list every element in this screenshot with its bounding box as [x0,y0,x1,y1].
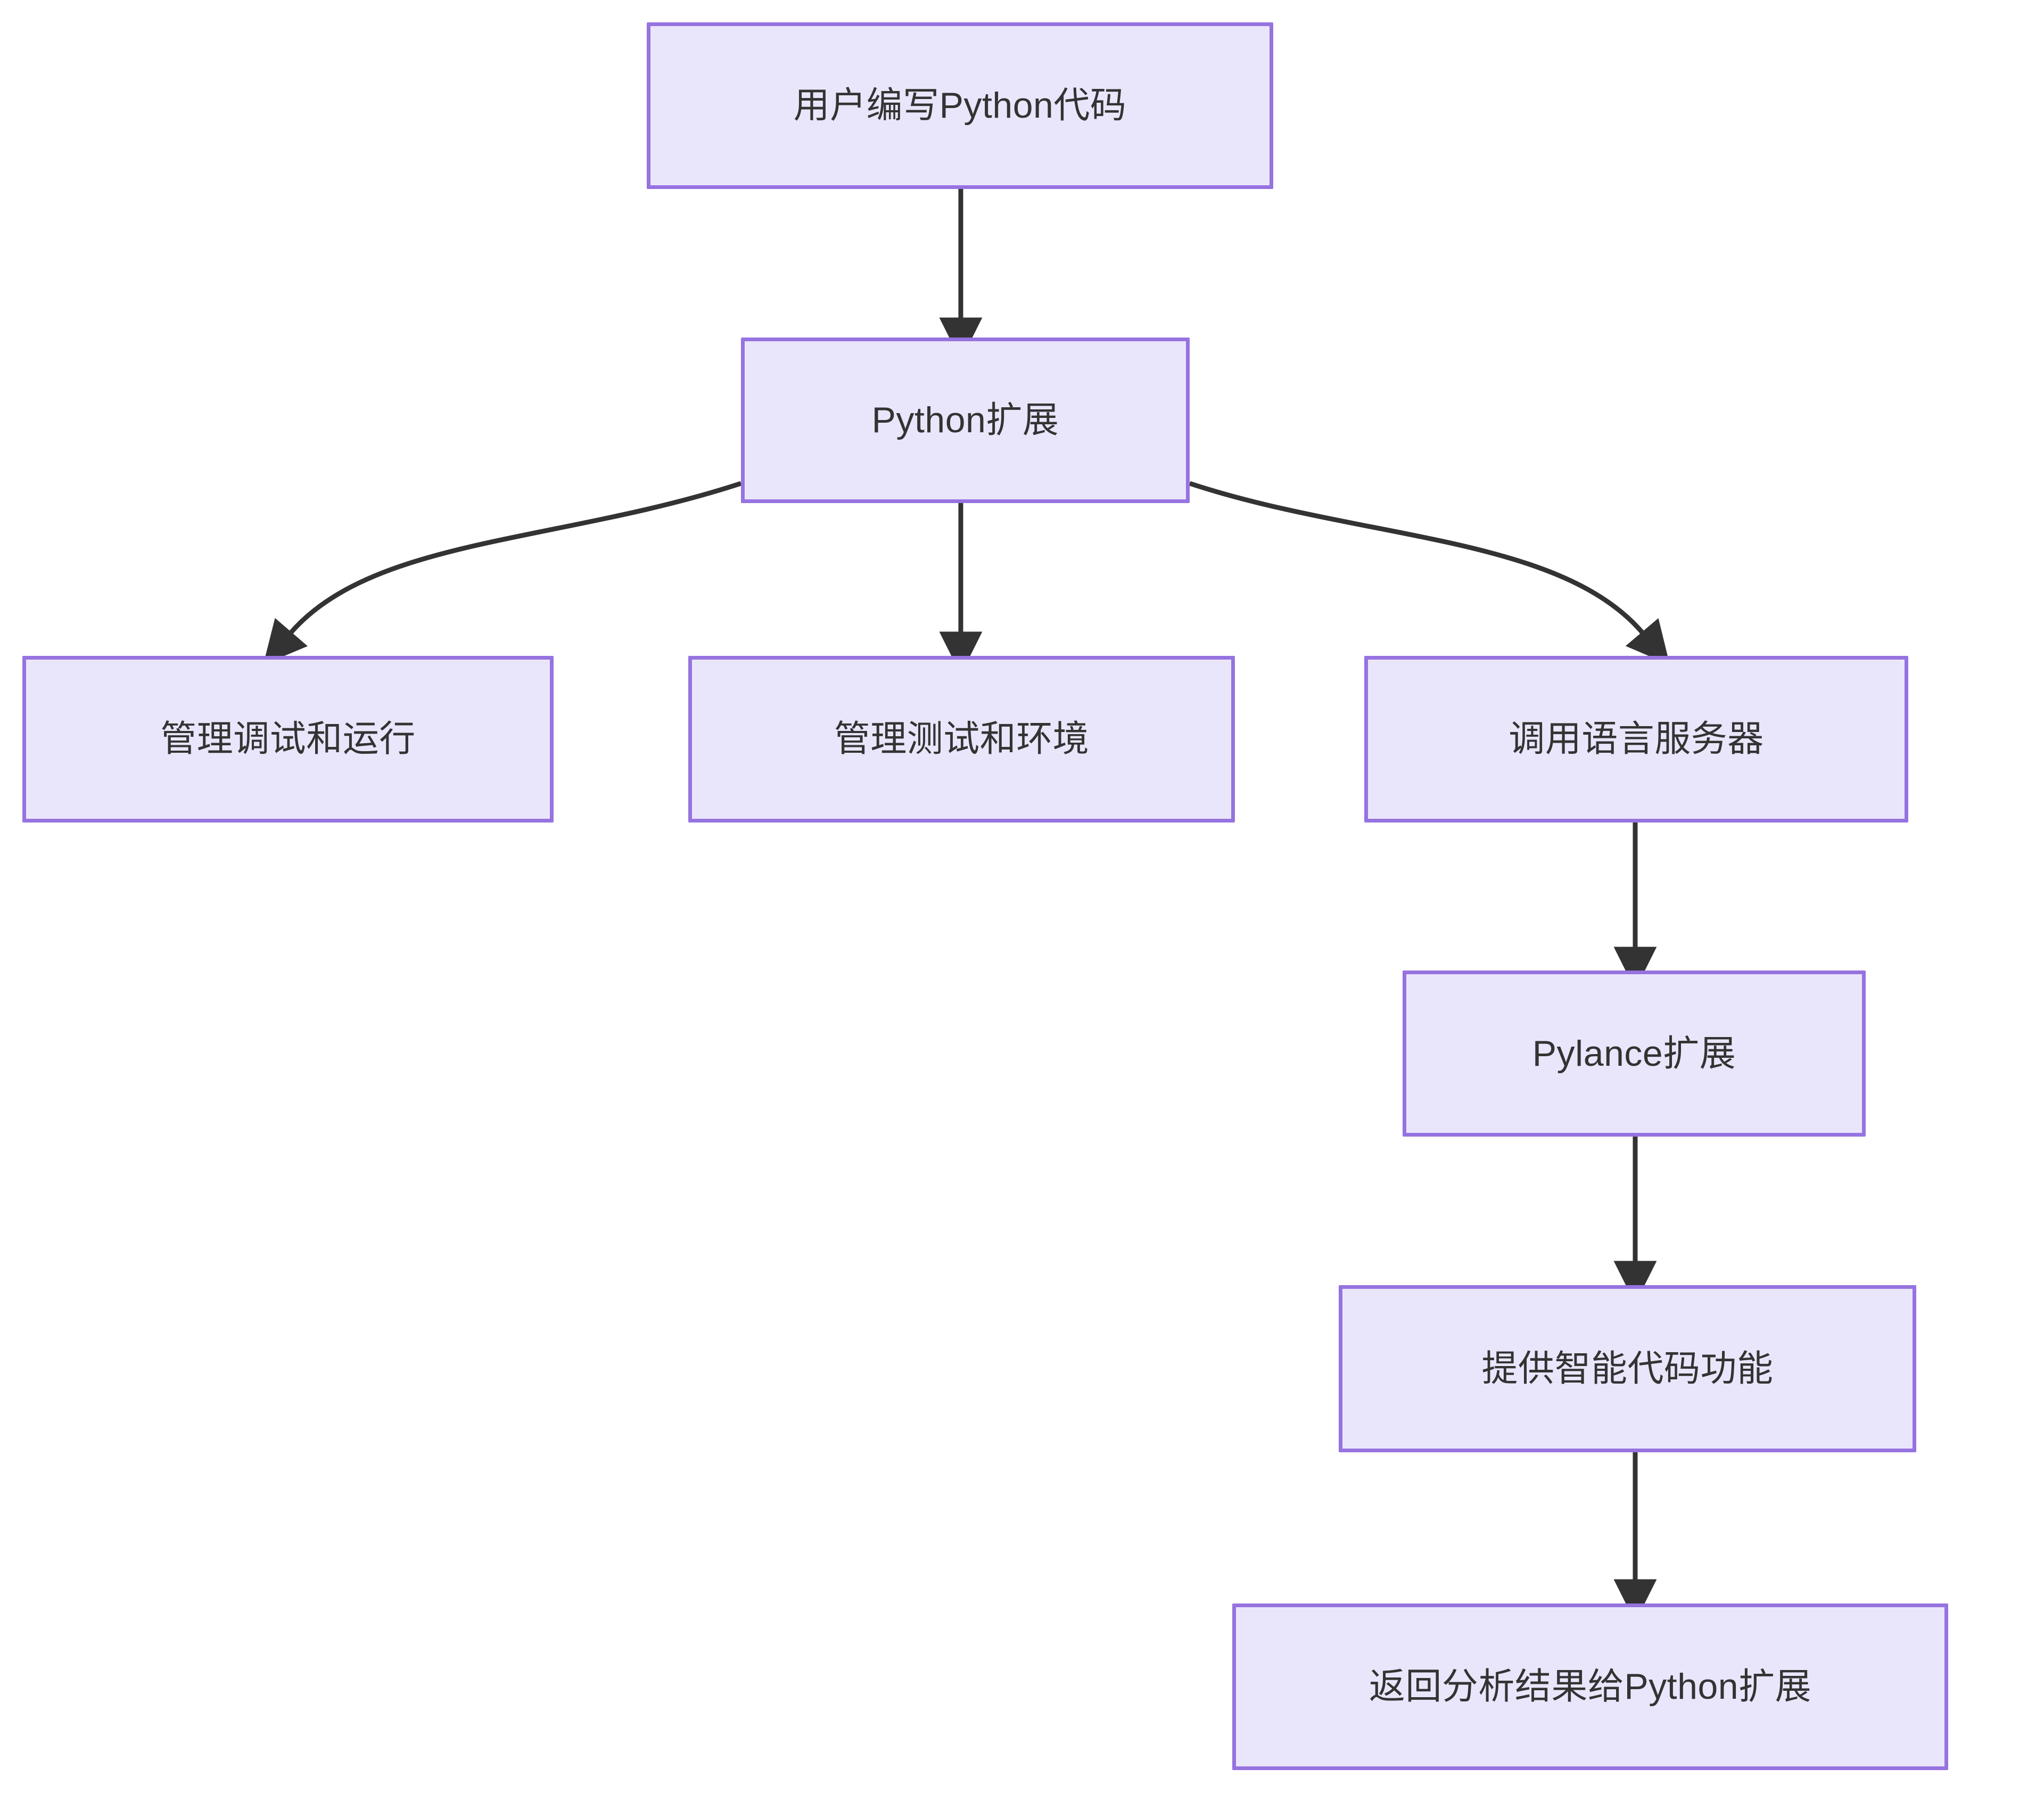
edge-n2-n5 [1189,481,1670,665]
node-provide-intelligent-code-features[interactable]: 提供智能代码功能 [1339,1285,1916,1452]
node-label: Pylance扩展 [1532,1033,1736,1074]
node-invoke-language-server[interactable]: 调用语言服务器 [1364,656,1908,823]
node-label: 用户编写Python代码 [793,85,1127,126]
node-label: 调用语言服务器 [1509,719,1764,760]
node-manage-debug-and-run[interactable]: 管理调试和运行 [22,656,554,823]
node-label: Python扩展 [871,400,1059,441]
node-label: 管理测试和环境 [834,719,1090,760]
edge-n2-n3 [263,481,742,665]
node-return-analysis-to-python-extension[interactable]: 返回分析结果给Python扩展 [1232,1603,1948,1770]
node-python-extension[interactable]: Python扩展 [741,338,1190,503]
node-label: 管理调试和运行 [160,719,416,760]
node-label: 返回分析结果给Python扩展 [1369,1666,1812,1707]
node-user-writes-python-code[interactable]: 用户编写Python代码 [647,22,1273,189]
node-manage-test-and-environment[interactable]: 管理测试和环境 [688,656,1235,823]
node-pylance-extension[interactable]: Pylance扩展 [1403,970,1866,1137]
node-label: 提供智能代码功能 [1481,1348,1774,1389]
